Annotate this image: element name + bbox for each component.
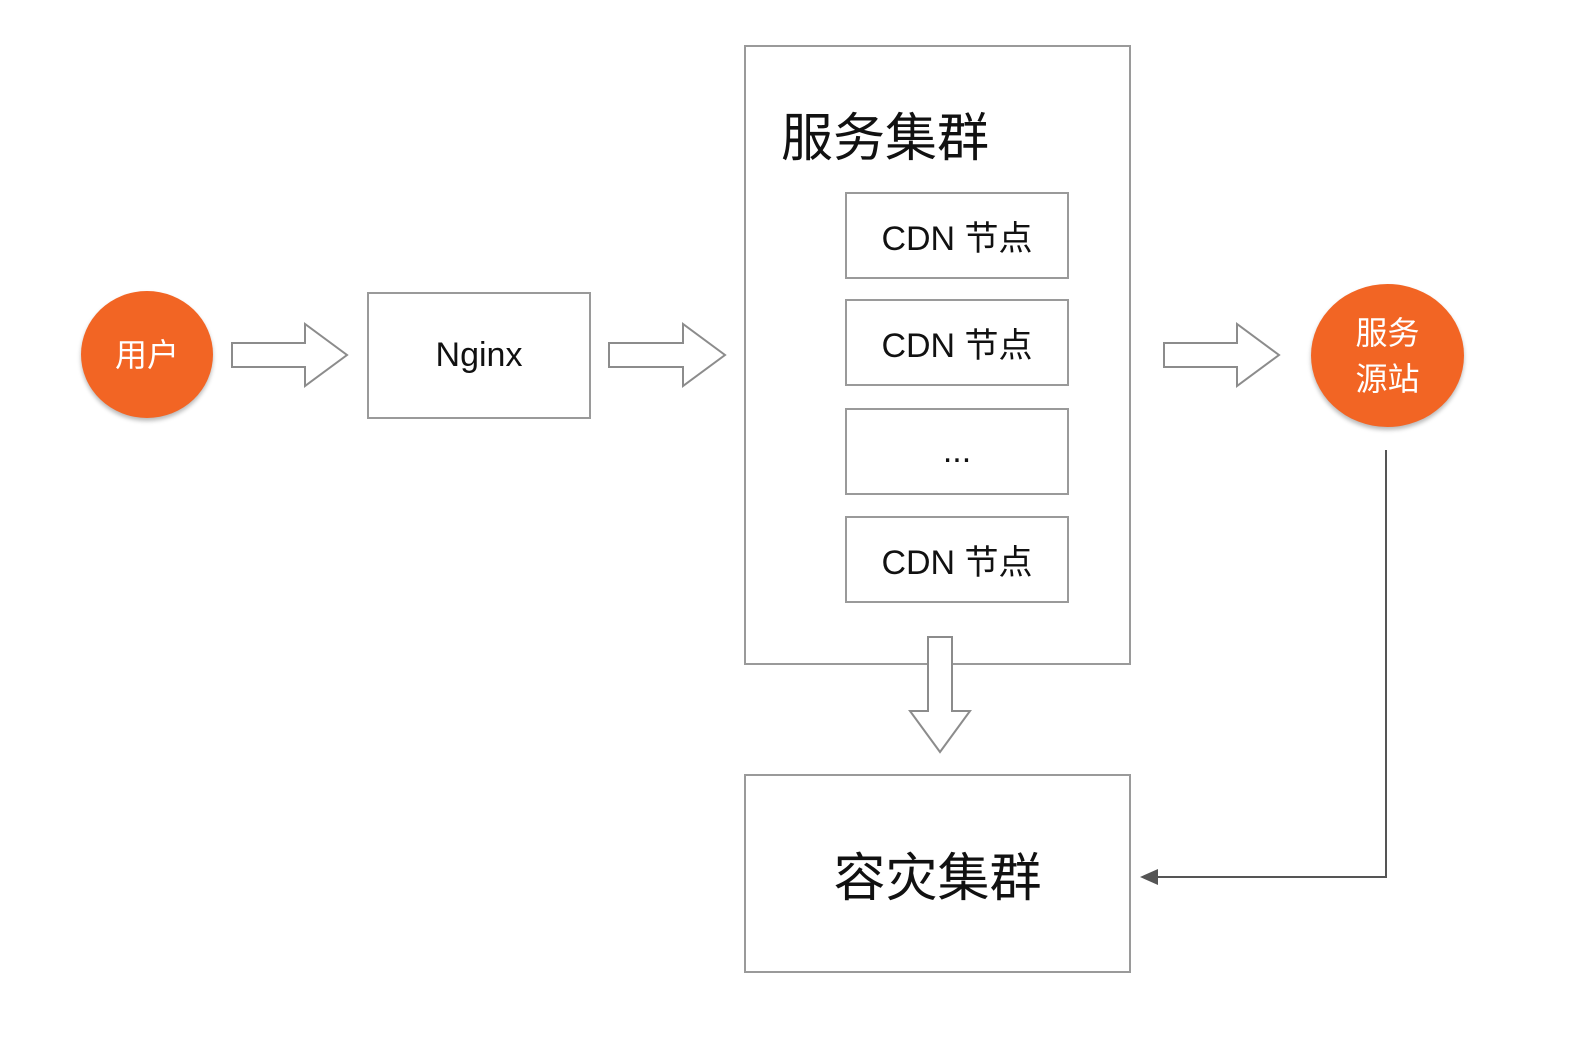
arrow-nginx-to-cluster	[608, 322, 727, 388]
cdn-node-label: CDN 节点	[881, 327, 1033, 365]
cdn-node-label: CDN 节点	[881, 220, 1033, 258]
user-label: 用户	[114, 335, 179, 374]
arrow-cluster-to-dr	[908, 636, 972, 754]
connector-arrowhead	[1140, 869, 1158, 885]
dr-cluster: 容灾集群	[744, 774, 1131, 973]
cdn-node-3: CDN 节点	[845, 516, 1069, 603]
origin-to-dr-connector	[1140, 450, 1387, 885]
cdn-node-ellipsis: ...	[845, 408, 1069, 495]
origin-label: 服务 源站	[1355, 313, 1420, 398]
arrow-cluster-to-origin	[1163, 322, 1281, 388]
cdn-node-2: CDN 节点	[845, 299, 1069, 386]
service-cluster-title: 服务集群	[781, 109, 990, 169]
arrow-user-to-nginx	[231, 322, 349, 388]
ellipsis-label: ...	[942, 432, 972, 470]
cdn-node-1: CDN 节点	[845, 192, 1069, 279]
nginx-box: Nginx	[367, 292, 591, 419]
nginx-label: Nginx	[435, 336, 523, 374]
cdn-node-label: CDN 节点	[881, 544, 1033, 582]
user-node: 用户	[81, 291, 213, 418]
dr-cluster-label: 容灾集群	[833, 849, 1042, 909]
origin-node: 服务 源站	[1311, 284, 1464, 427]
